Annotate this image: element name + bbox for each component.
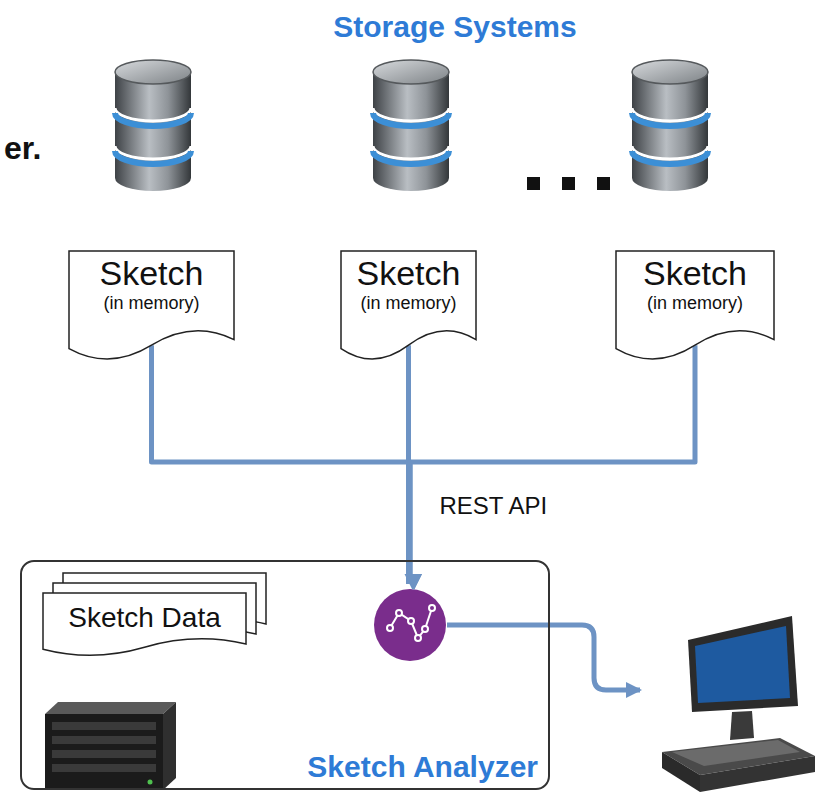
- database-icon: [115, 60, 191, 191]
- analyzer-container: Sketch Analyzer Sketch Data: [20, 560, 550, 790]
- sketch-document: Sketch(in memory): [68, 250, 235, 362]
- node-subtitle: (in memory): [647, 293, 743, 314]
- sketch-document: Sketch(in memory): [340, 250, 477, 362]
- database-icon: [373, 60, 449, 191]
- data-document-stack: Sketch Data: [42, 592, 247, 657]
- data-flow-connector: [410, 345, 695, 584]
- document-shape: [69, 251, 234, 359]
- connector-label: REST API: [437, 492, 551, 520]
- sketch-document: Sketch(in memory): [615, 250, 775, 362]
- node-title: Sketch Data: [68, 602, 221, 634]
- slide-fragment-text: er.: [4, 130, 41, 167]
- data-flow-connector: [152, 345, 411, 584]
- analytics-icon: [374, 589, 446, 661]
- output-arrow: [447, 625, 640, 690]
- document-shape: [341, 251, 476, 359]
- node-title: Sketch: [100, 254, 204, 293]
- ellipsis-dots: [527, 177, 610, 190]
- server-icon: [45, 702, 176, 790]
- node-title: Sketch: [357, 254, 461, 293]
- node-subtitle: (in memory): [103, 293, 199, 314]
- document-shape: [616, 251, 774, 359]
- document-shape: [43, 593, 246, 655]
- container-title: Sketch Analyzer: [307, 750, 538, 784]
- node-subtitle: (in memory): [360, 293, 456, 314]
- diagram-title: Storage Systems: [333, 10, 576, 44]
- database-icon: [632, 60, 708, 191]
- computer-icon: [662, 616, 815, 792]
- node-title: Sketch: [643, 254, 747, 293]
